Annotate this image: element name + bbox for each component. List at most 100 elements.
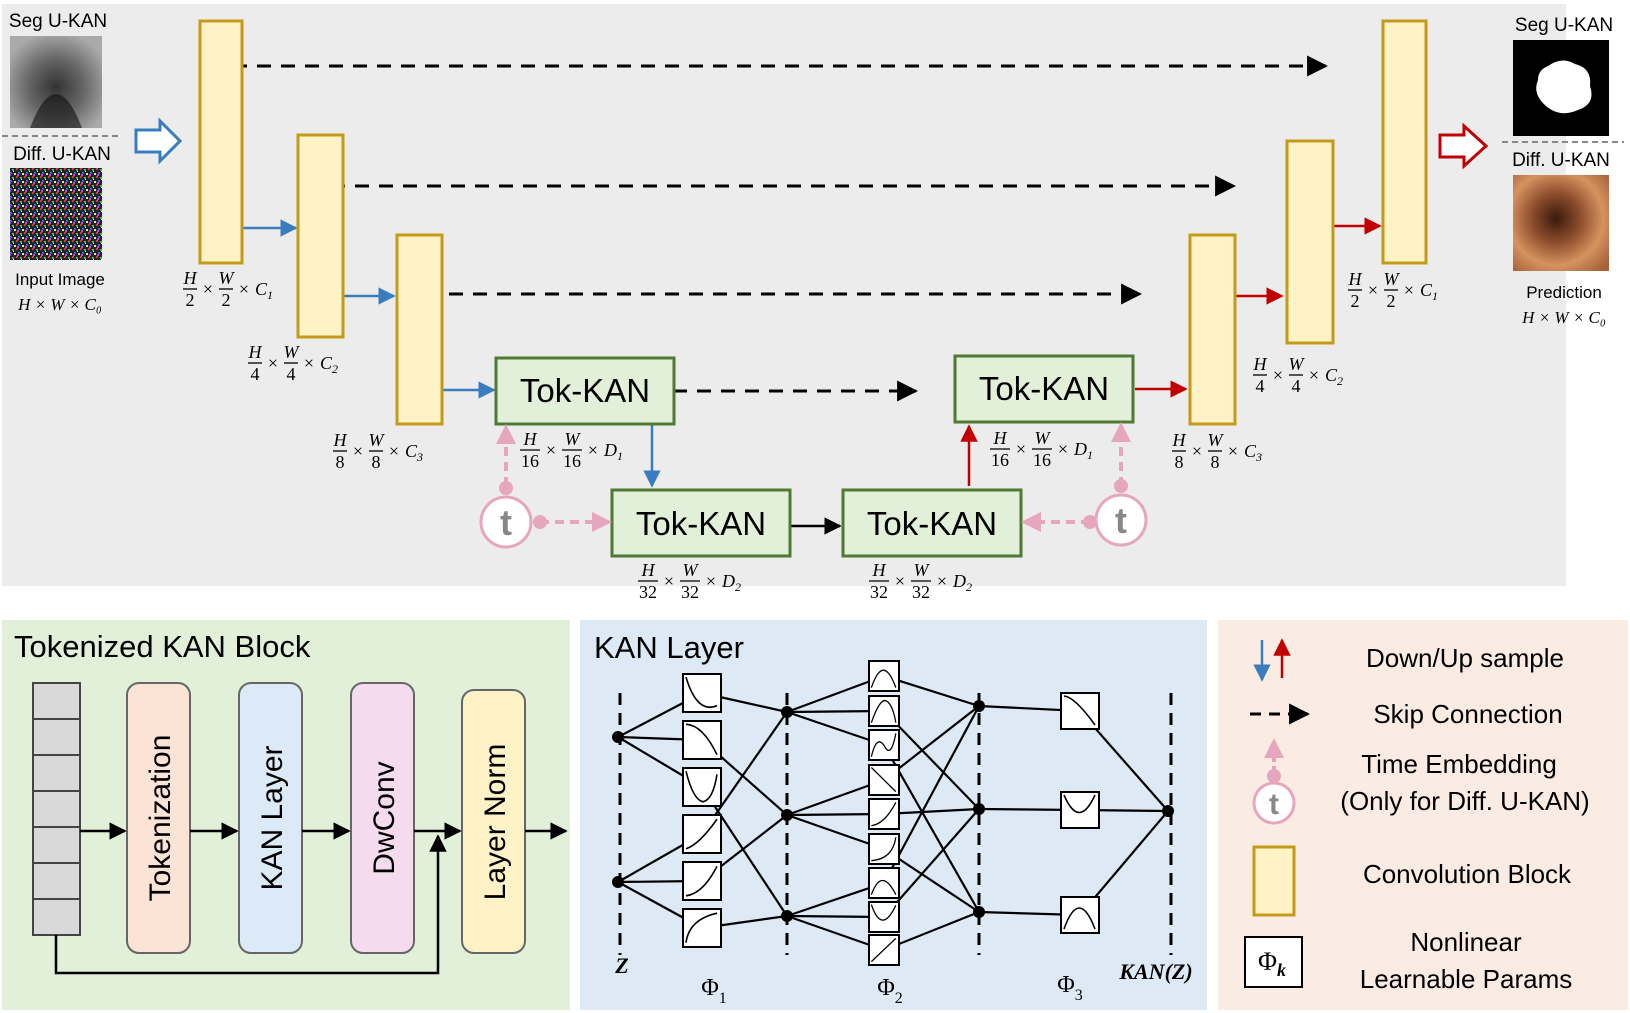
legend-skip-connection: Skip Connection	[1373, 699, 1562, 729]
kan-edge	[883, 710, 980, 810]
svg-text:×: ×	[937, 571, 947, 591]
svg-text:H: H	[1348, 269, 1363, 289]
input-seg-label: Seg U-KAN	[9, 11, 107, 32]
svg-text:×: ×	[353, 441, 363, 461]
tok-kan-bottleneck-right-label: Tok-KAN	[867, 505, 997, 542]
svg-text:8: 8	[336, 452, 345, 472]
dwconv-step	[350, 682, 415, 954]
svg-text:×: ×	[1058, 439, 1068, 459]
svg-text:16: 16	[563, 451, 581, 471]
residual-connection	[54, 834, 447, 975]
svg-text:2: 2	[1351, 291, 1360, 311]
svg-text:Φ2: Φ2	[877, 975, 903, 1007]
phi3-function-box	[1060, 896, 1100, 934]
svg-text:32: 32	[912, 582, 930, 602]
kan-input-label: Z	[614, 953, 628, 978]
encoder-conv-block-1	[198, 19, 244, 265]
svg-text:×: ×	[389, 441, 399, 461]
legend-time-embedding-note: (Only for Diff. U-KAN)	[1340, 786, 1589, 816]
svg-text:8: 8	[1175, 452, 1184, 472]
phi1-function-box	[682, 673, 722, 713]
kan-node	[781, 706, 793, 718]
svg-text:H: H	[1253, 354, 1268, 374]
svg-text:H: H	[333, 430, 348, 450]
time-symbol-right: t	[1115, 500, 1127, 541]
layer-norm-step	[461, 689, 526, 954]
svg-text:×: ×	[239, 279, 249, 299]
legend-time-embedding: Time Embedding	[1361, 749, 1557, 779]
legend-nonlinear: Nonlinear	[1410, 927, 1522, 957]
kan-layer-title: KAN Layer	[594, 630, 744, 665]
phi2-function-box	[868, 867, 900, 899]
tok-kan-decoder-label: Tok-KAN	[979, 370, 1109, 407]
phi1-function-box	[682, 720, 722, 760]
svg-text:×: ×	[895, 571, 905, 591]
svg-text:W: W	[683, 560, 700, 580]
legend-learnable-params: Learnable Params	[1360, 964, 1572, 994]
tok-kan-encoder: Tok-KAN	[494, 356, 676, 426]
svg-text:W: W	[219, 268, 236, 288]
dims-decoder-c3: H8×W8×C3	[1172, 430, 1263, 472]
svg-text:8: 8	[372, 452, 381, 472]
phi1-function-box	[682, 908, 722, 948]
legend-convolution-block: Convolution Block	[1363, 859, 1572, 889]
svg-text:H: H	[872, 560, 887, 580]
phi2-function-box	[868, 901, 900, 933]
time-embedding-right: t	[1094, 493, 1148, 547]
svg-text:H: H	[183, 268, 198, 288]
legend-time-symbol: t	[1269, 788, 1279, 821]
input-arrow-icon	[134, 117, 183, 165]
noise-input-image	[10, 168, 102, 260]
kan-edge	[786, 778, 885, 817]
output-seg-label: Seg U-KAN	[1515, 15, 1613, 36]
colonoscopy-output-image	[1513, 175, 1609, 271]
svg-text:W: W	[914, 560, 931, 580]
kan-node	[781, 910, 793, 922]
token-stack	[32, 682, 81, 936]
svg-text:×: ×	[1404, 280, 1414, 300]
svg-text:16: 16	[1033, 450, 1051, 470]
svg-text:×: ×	[1273, 365, 1283, 385]
svg-text:×: ×	[546, 440, 556, 460]
legend-down-up-sample: Down/Up sample	[1366, 643, 1564, 673]
tokenized-kan-block-title: Tokenized KAN Block	[14, 629, 311, 664]
dims-encoder-c1: H2×W2×C1	[183, 268, 274, 310]
kan-node	[973, 700, 985, 712]
time-dot-1	[499, 481, 513, 495]
kan-edge	[786, 813, 885, 851]
kan-edge	[701, 786, 788, 917]
phi3-function-box	[1060, 692, 1100, 730]
decoder-conv-block-2	[1285, 139, 1335, 345]
phi1-function-box	[682, 814, 722, 854]
svg-text:W: W	[284, 342, 301, 362]
svg-text:Φ1: Φ1	[701, 975, 727, 1007]
phi2-function-box	[868, 729, 900, 761]
tok-kan-bottleneck-right: Tok-KAN	[841, 488, 1023, 558]
svg-text:W: W	[565, 429, 582, 449]
svg-text:×: ×	[1016, 439, 1026, 459]
svg-text:×: ×	[706, 571, 716, 591]
svg-text:×: ×	[1228, 441, 1238, 461]
kan-node	[973, 906, 985, 918]
tok-kan-decoder: Tok-KAN	[953, 354, 1135, 424]
kan-node	[973, 803, 985, 815]
tok-kan-bottleneck-left-label: Tok-KAN	[636, 505, 766, 542]
layer-norm-label: Layer Norm	[479, 744, 512, 901]
phi3-function-box	[1060, 791, 1100, 829]
decoder-conv-block-3	[1188, 233, 1237, 426]
svg-text:4: 4	[1256, 376, 1265, 396]
output-dims: H × W × C₀	[1521, 308, 1606, 327]
dwconv-label: DwConv	[368, 761, 401, 874]
tok-kan-bottleneck-left: Tok-KAN	[610, 488, 792, 558]
segmentation-mask-shape	[1536, 60, 1592, 114]
output-caption: Prediction	[1526, 283, 1602, 302]
dims-encoder-c2: H4×W4×C2	[248, 342, 339, 384]
kan-edge	[786, 710, 885, 747]
svg-text:W: W	[369, 430, 386, 450]
svg-text:2: 2	[186, 290, 195, 310]
phi-2-label: Φ2	[877, 975, 903, 1007]
svg-text:2: 2	[1387, 291, 1396, 311]
svg-text:4: 4	[1292, 376, 1301, 396]
output-arrow-icon	[1438, 122, 1489, 170]
